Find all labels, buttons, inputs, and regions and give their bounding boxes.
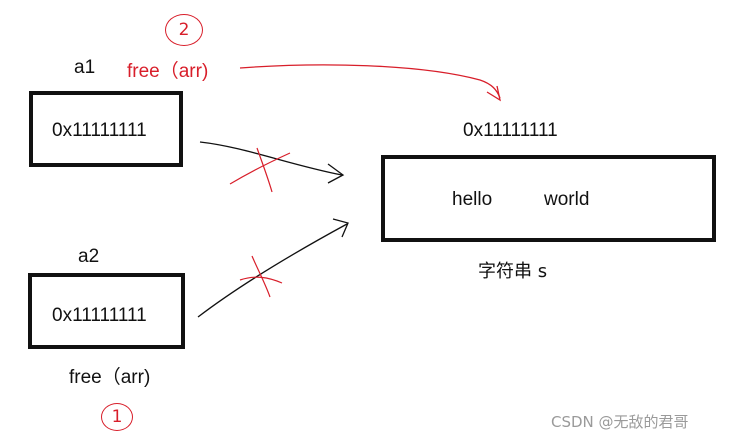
pointer-a2-box <box>28 273 185 349</box>
a1-pointer-arrow <box>199 141 345 184</box>
pointer-a1-value: 0x11111111 <box>52 120 147 141</box>
string-address: 0x11111111 <box>463 120 558 141</box>
pointer-a1-label: a1 <box>74 57 96 78</box>
string-word-world: world <box>544 189 590 210</box>
string-caption: 字符串 s <box>478 261 548 282</box>
a2-pointer-arrow <box>197 218 349 318</box>
string-word-hello: hello <box>452 189 493 210</box>
free-a1-annotation: free（arr) <box>127 61 209 82</box>
csdn-watermark: CSDN @无敌的君哥 <box>551 413 689 431</box>
a1-arrow-cross-mark <box>229 147 291 193</box>
pointer-a2-label: a2 <box>78 246 100 267</box>
step-2-marker: 2 <box>165 14 203 46</box>
string-block-box <box>381 155 716 242</box>
pointer-a1-box <box>29 91 183 167</box>
step-2-number: 2 <box>178 20 190 40</box>
step-1-marker: 1 <box>101 403 133 431</box>
step-1-number: 1 <box>111 407 123 427</box>
a2-arrow-cross-mark <box>239 255 283 298</box>
free-a2-annotation: free（arr) <box>69 367 151 388</box>
red-free-arrow <box>239 64 501 102</box>
pointer-a2-value: 0x11111111 <box>52 305 147 326</box>
